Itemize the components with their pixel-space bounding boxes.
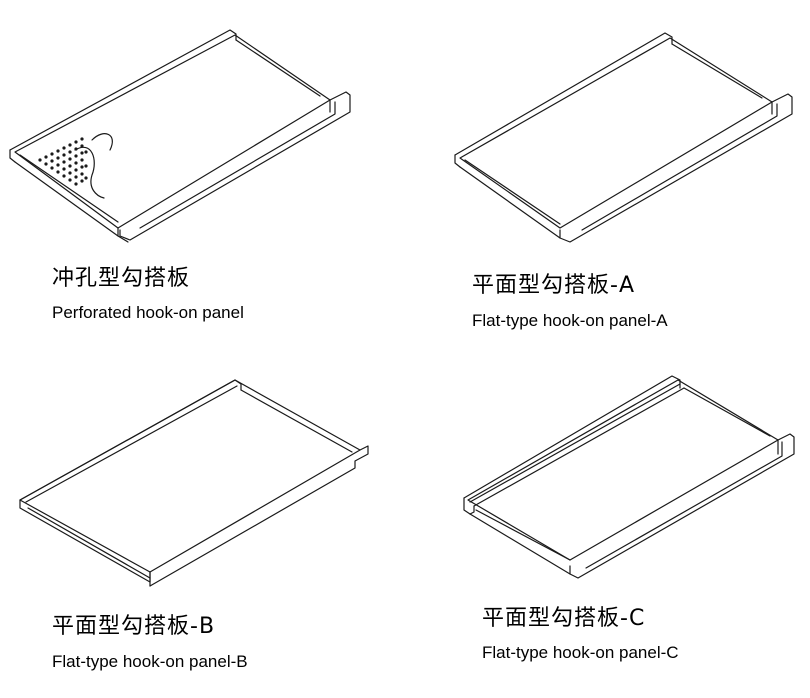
flat-b-title-en: Flat-type hook-on panel-B bbox=[52, 652, 248, 671]
flat-b-title-cn: 平面型勾搭板-B bbox=[52, 614, 216, 639]
flat-a-panel-drawing bbox=[454, 32, 793, 243]
flat-c-title-cn: 平面型勾搭板-C bbox=[482, 606, 646, 631]
flat-c-title-en: Flat-type hook-on panel-C bbox=[482, 643, 679, 662]
flat-c-panel-drawing bbox=[463, 375, 795, 579]
flat-a-title-en: Flat-type hook-on panel-A bbox=[472, 311, 668, 330]
panel-top-face bbox=[14, 34, 331, 229]
flat-a-title-cn: 平面型勾搭板-A bbox=[472, 273, 635, 298]
perforation-pattern bbox=[38, 137, 88, 186]
flat-b-panel-drawing bbox=[19, 379, 369, 587]
panel-top-face bbox=[467, 379, 779, 561]
panel-top-face bbox=[19, 379, 361, 573]
perforated-title-en: Perforated hook-on panel bbox=[52, 303, 244, 322]
perforated-title-cn: 冲孔型勾搭板 bbox=[52, 266, 191, 291]
perforated-panel-drawing bbox=[9, 29, 351, 243]
